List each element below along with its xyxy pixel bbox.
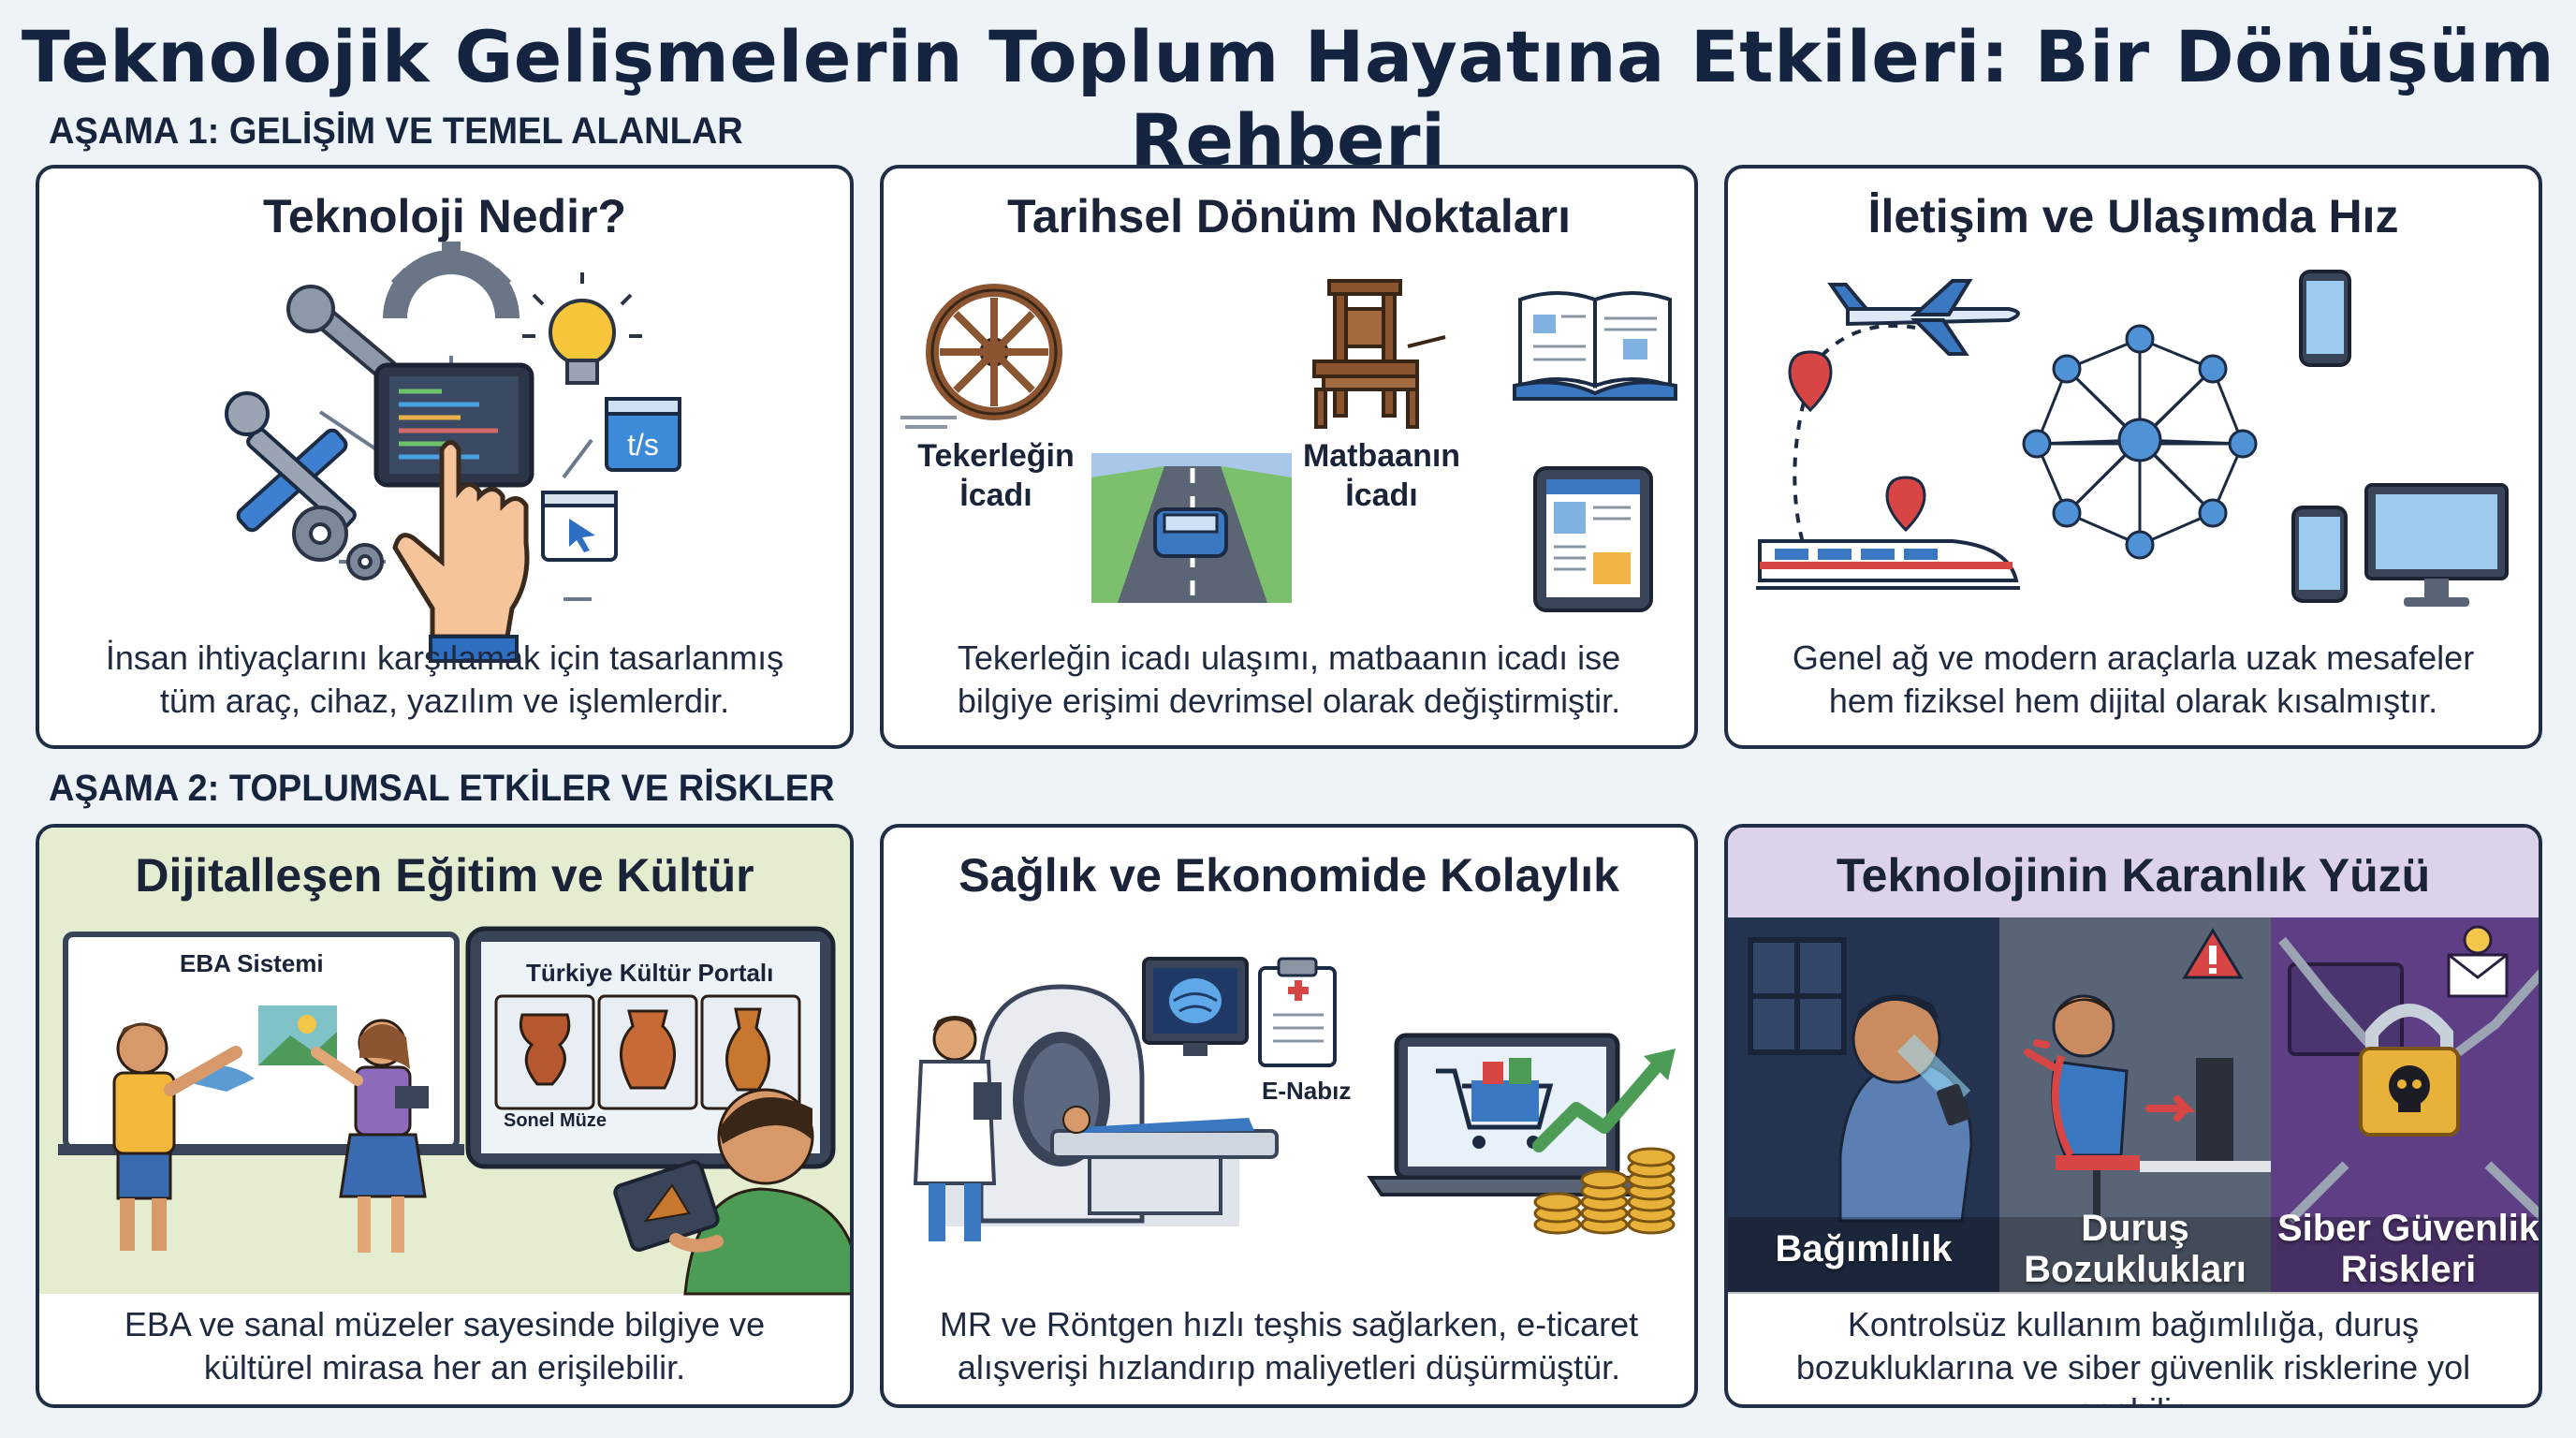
brain-scan-monitor-icon xyxy=(1142,957,1249,1056)
card-communication-transport: İletişim ve Ulaşımda Hız xyxy=(1724,165,2542,749)
open-book-icon xyxy=(1513,291,1677,401)
location-pin-icon xyxy=(1788,350,1926,533)
posture-disorder-panel xyxy=(1999,917,2271,1292)
phase-1-label: AŞAMA 1: GELİŞİM VE TEMEL ALANLAR xyxy=(49,110,743,152)
card-header-band xyxy=(1728,828,2539,917)
card-description: EBA ve sanal müzeler sayesinde bilgiye v… xyxy=(124,1305,766,1387)
doctor-icon xyxy=(913,1016,1002,1241)
hand-pointer-icon xyxy=(392,440,530,663)
culture-portal-label: Türkiye Kültür Portalı xyxy=(526,959,774,987)
eba-system-label: EBA Sistemi xyxy=(180,949,324,977)
high-speed-train-icon xyxy=(1756,539,2020,590)
dark-side-illustration xyxy=(1728,917,2539,1294)
communication-illustration xyxy=(1756,270,2509,607)
card-title: Teknoloji Nedir? xyxy=(263,190,626,242)
posture-caption: Duruş Bozuklukları xyxy=(2024,1208,2247,1290)
card-digital-education: Dijitalleşen Eğitim ve Kültür xyxy=(36,824,854,1408)
airplane-icon xyxy=(1827,279,2020,356)
history-illustration xyxy=(900,279,1677,612)
growth-arrow-icon xyxy=(1532,1049,1676,1152)
card-technology-definition: Teknoloji Nedir? xyxy=(36,165,854,749)
card-description: İnsan ihtiyaçlarını karşılamak için tasa… xyxy=(105,638,784,720)
museum-label: Sonel Müze xyxy=(504,1110,607,1131)
gear-icon xyxy=(383,242,520,319)
wheel-invention-label: Tekerleğin İcadı xyxy=(917,438,1075,513)
small-gears-icon xyxy=(292,506,384,580)
student-boy-icon xyxy=(112,1022,242,1251)
phase-2-label: AŞAMA 2: TOPLUMSAL ETKİLER VE RİSKLER xyxy=(49,768,835,809)
addiction-panel xyxy=(1728,917,1999,1292)
card-description: Tekerleğin icadı ulaşımı, matbaanın icad… xyxy=(957,638,1621,720)
wrench-screwdriver-icon xyxy=(225,391,357,533)
page-title: Teknolojik Gelişmelerin Toplum Hayatına … xyxy=(21,15,2555,182)
card-historical-milestones: Tarihsel Dönüm Noktaları xyxy=(880,165,1698,749)
e-reader-tablet-icon xyxy=(1533,466,1653,612)
health-economy-illustration xyxy=(913,957,1676,1241)
card-description: MR ve Röntgen hızlı teşhis sağlarken, e-… xyxy=(939,1305,1639,1387)
student-girl-icon xyxy=(311,1019,429,1253)
addiction-caption: Bağımlılık xyxy=(1775,1228,1953,1269)
network-globe-icon xyxy=(2022,324,2258,560)
e-nabiz-label: E-Nabız xyxy=(1262,1077,1352,1105)
printing-press-icon xyxy=(1312,279,1446,429)
card-description: Kontrolsüz kullanım bağımlılığa, duruş b… xyxy=(1795,1305,2471,1404)
technology-illustration: t/s xyxy=(225,242,681,663)
road-car-icon xyxy=(1091,453,1292,603)
wrench-icon xyxy=(286,285,398,382)
card-title: Tarihsel Dönüm Noktaları xyxy=(1007,190,1571,242)
card-title: İletişim ve Ulaşımda Hız xyxy=(1867,190,2399,242)
coins-icon xyxy=(1533,1147,1676,1235)
lightbulb-icon xyxy=(522,272,642,385)
cyber-security-panel xyxy=(2271,917,2539,1292)
card-health-economy: Sağlık ve Ekonomide Kolaylık xyxy=(880,824,1698,1408)
svg-text:t/s: t/s xyxy=(627,428,659,462)
student-with-tablet-icon xyxy=(613,1088,850,1296)
card-description: Genel ağ ve modern araçlarla uzak mesafe… xyxy=(1792,638,2475,720)
e-nabiz-clipboard-icon xyxy=(1258,957,1337,1067)
tablet-icon xyxy=(373,362,534,488)
card-title: Teknolojinin Karanlık Yüzü xyxy=(1836,849,2431,902)
printing-press-label: Matbaanın İcadı xyxy=(1302,438,1461,513)
devices-icon xyxy=(2291,483,2509,607)
card-title: Sağlık ve Ekonomide Kolaylık xyxy=(959,849,1619,902)
cyber-security-caption: Siber Güvenlik Riskleri xyxy=(2276,1208,2540,1290)
education-illustration xyxy=(58,926,850,1296)
e-commerce-laptop-icon xyxy=(1367,1033,1647,1196)
wheel-icon xyxy=(900,284,1062,429)
cursor-window-icon xyxy=(541,491,618,562)
smartphone-icon xyxy=(2299,270,2351,367)
code-window-icon: t/s xyxy=(605,397,681,472)
card-dark-side: Teknolojinin Karanlık Yüzü xyxy=(1724,824,2542,1408)
card-title: Dijitalleşen Eğitim ve Kültür xyxy=(135,849,754,902)
